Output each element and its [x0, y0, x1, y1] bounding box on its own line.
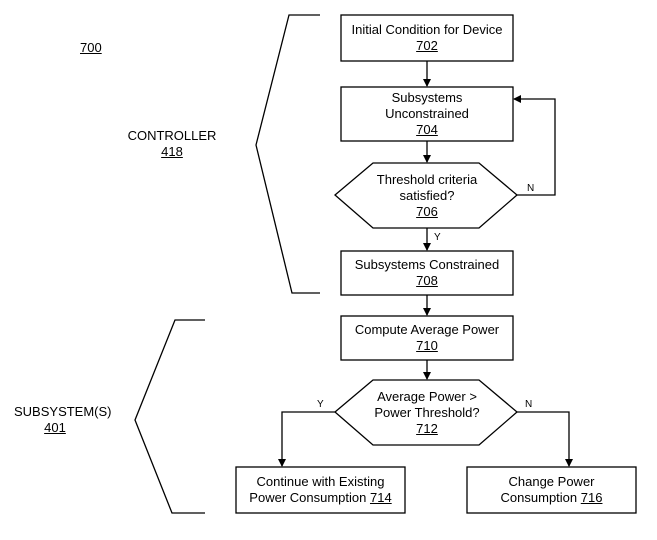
node-708: Subsystems Constrained 708: [341, 251, 513, 295]
subsystems-ref: 401: [44, 420, 66, 435]
controller-brace: [255, 14, 320, 294]
node-704: Subsystems Unconstrained 704: [341, 87, 513, 141]
node-716-ref: 716: [580, 490, 603, 505]
edge-label-706-no: N: [527, 183, 535, 194]
box-716: [466, 466, 637, 514]
subsystems-brace: [134, 319, 205, 514]
subsystems-label-text: SUBSYSTEM(S): [14, 404, 112, 419]
node-712-ref: 712: [416, 420, 438, 436]
arrow-706-no-loop: [513, 95, 556, 196]
node-706-ref: 706: [416, 203, 438, 219]
node-712-line-2: Power Threshold?: [374, 404, 480, 420]
node-716: Change Power Consumption 716: [467, 467, 636, 513]
node-712-line-1: Average Power >: [377, 388, 477, 404]
node-706: Threshold criteria satisfied? 706: [360, 163, 494, 228]
node-716-line-2: Consumption 716: [501, 490, 603, 506]
controller-label: CONTROLLER 418: [122, 128, 222, 160]
node-702-line-1: Initial Condition for Device: [351, 22, 503, 37]
controller-label-text: CONTROLLER: [127, 128, 217, 143]
node-704-ref: 704: [416, 122, 438, 137]
box-714: [235, 466, 406, 514]
node-710: Compute Average Power 710: [341, 316, 513, 360]
controller-ref: 418: [161, 144, 183, 159]
node-716-line-2-text: Consumption: [500, 490, 578, 505]
figure-ref: 700: [80, 40, 102, 55]
node-714-line-2-text: Power Consumption: [249, 490, 367, 505]
arrow-712-716: [517, 411, 573, 467]
node-708-ref: 708: [416, 273, 438, 288]
node-714-line-2: Power Consumption 714: [249, 490, 391, 506]
node-706-line-1: Threshold criteria: [376, 171, 478, 187]
node-702-ref: 702: [416, 38, 438, 53]
node-710-line-1: Compute Average Power: [354, 322, 500, 337]
node-710-ref: 710: [416, 338, 438, 353]
arrow-712-714: [278, 411, 335, 467]
subsystems-label: SUBSYSTEM(S) 401: [14, 404, 112, 436]
edge-label-712-no: N: [525, 399, 533, 410]
edge-label-706-yes: Y: [434, 232, 441, 243]
node-704-line-2: Unconstrained: [385, 106, 469, 121]
node-716-line-1: Change Power: [508, 474, 595, 489]
node-712: Average Power > Power Threshold? 712: [360, 380, 494, 445]
node-714-line-1: Continue with Existing: [256, 474, 385, 489]
edge-label-712-yes: Y: [317, 399, 324, 410]
node-706-line-2: satisfied?: [399, 187, 455, 203]
node-702: Initial Condition for Device 702: [341, 15, 513, 61]
node-714-ref: 714: [369, 490, 392, 505]
node-714: Continue with Existing Power Consumption…: [236, 467, 405, 513]
node-708-line-1: Subsystems Constrained: [354, 257, 500, 272]
node-704-line-1: Subsystems: [391, 90, 463, 105]
